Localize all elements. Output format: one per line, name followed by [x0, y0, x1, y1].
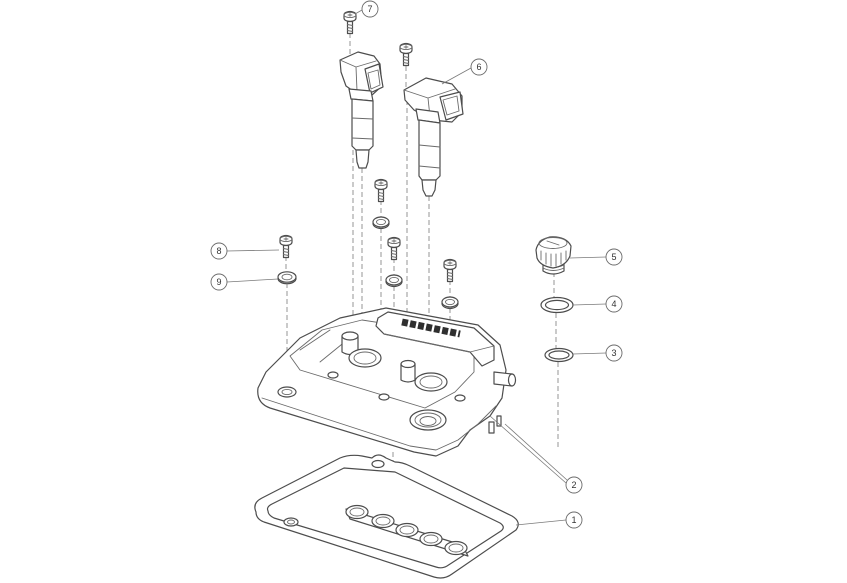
dashed-line-filler-cap [553, 272, 559, 450]
callout-3: 3 [605, 344, 623, 362]
coil-mounting-bolt-left [343, 10, 357, 35]
cover-washer-9 [277, 271, 297, 285]
cover-bolt-c [443, 258, 457, 283]
callout-9-label: 9 [216, 277, 221, 287]
cover-bolt-a [374, 178, 388, 203]
leader-line-2b [489, 415, 567, 484]
callout-5-label: 5 [611, 252, 616, 262]
callout-1: 1 [565, 511, 583, 529]
leader-line-6 [441, 67, 472, 85]
cover-logo-block [375, 311, 495, 367]
dashed-line-bolt8 [285, 256, 288, 388]
spark-plug-well-2 [414, 372, 448, 392]
coil-mounting-bolt-right [399, 42, 413, 67]
callout-2: 2 [565, 476, 583, 494]
cover-washer-b [385, 274, 403, 288]
brand-logo [401, 318, 461, 338]
cover-bolt-8 [279, 234, 293, 259]
callout-8-label: 8 [216, 246, 221, 256]
cover-washer-a [372, 216, 390, 230]
callout-8: 8 [210, 242, 228, 260]
leader-line-2a [504, 423, 568, 481]
leader-line-8 [226, 249, 280, 252]
o-ring-3 [544, 347, 574, 363]
callouts: 1 2 3 4 5 6 7 8 [210, 0, 623, 529]
callout-9: 9 [210, 273, 228, 291]
leader-line-7 [354, 9, 363, 15]
ignition-coil-right [403, 77, 464, 197]
callout-1-label: 1 [571, 515, 576, 525]
callout-2-label: 2 [571, 480, 576, 490]
leader-line-3 [572, 352, 607, 355]
ignition-coil-left [339, 51, 384, 169]
callout-leader-lines [226, 9, 607, 526]
leader-line-1 [515, 519, 567, 526]
callout-6-label: 6 [476, 62, 481, 72]
breather-neck [493, 371, 517, 387]
callout-4-label: 4 [611, 299, 616, 309]
callout-7-label: 7 [367, 4, 372, 14]
leader-line-5 [569, 256, 607, 259]
callout-5: 5 [605, 248, 623, 266]
valve-cover-gasket [254, 454, 519, 579]
callout-4: 4 [605, 295, 623, 313]
valve-cover [257, 307, 517, 457]
callout-3-label: 3 [611, 348, 616, 358]
cover-bolt-b [387, 236, 401, 261]
cover-washer-c [441, 296, 459, 310]
leader-line-9 [226, 278, 279, 283]
callout-7: 7 [361, 0, 379, 18]
spark-plug-well-1 [348, 348, 382, 368]
callout-6: 6 [470, 58, 488, 76]
o-ring-4 [540, 296, 574, 314]
spark-plug-well-3 [409, 409, 447, 431]
oil-filler-cap [535, 236, 572, 275]
leader-line-4 [572, 303, 607, 306]
spark-plug-seal-chain [345, 504, 469, 557]
